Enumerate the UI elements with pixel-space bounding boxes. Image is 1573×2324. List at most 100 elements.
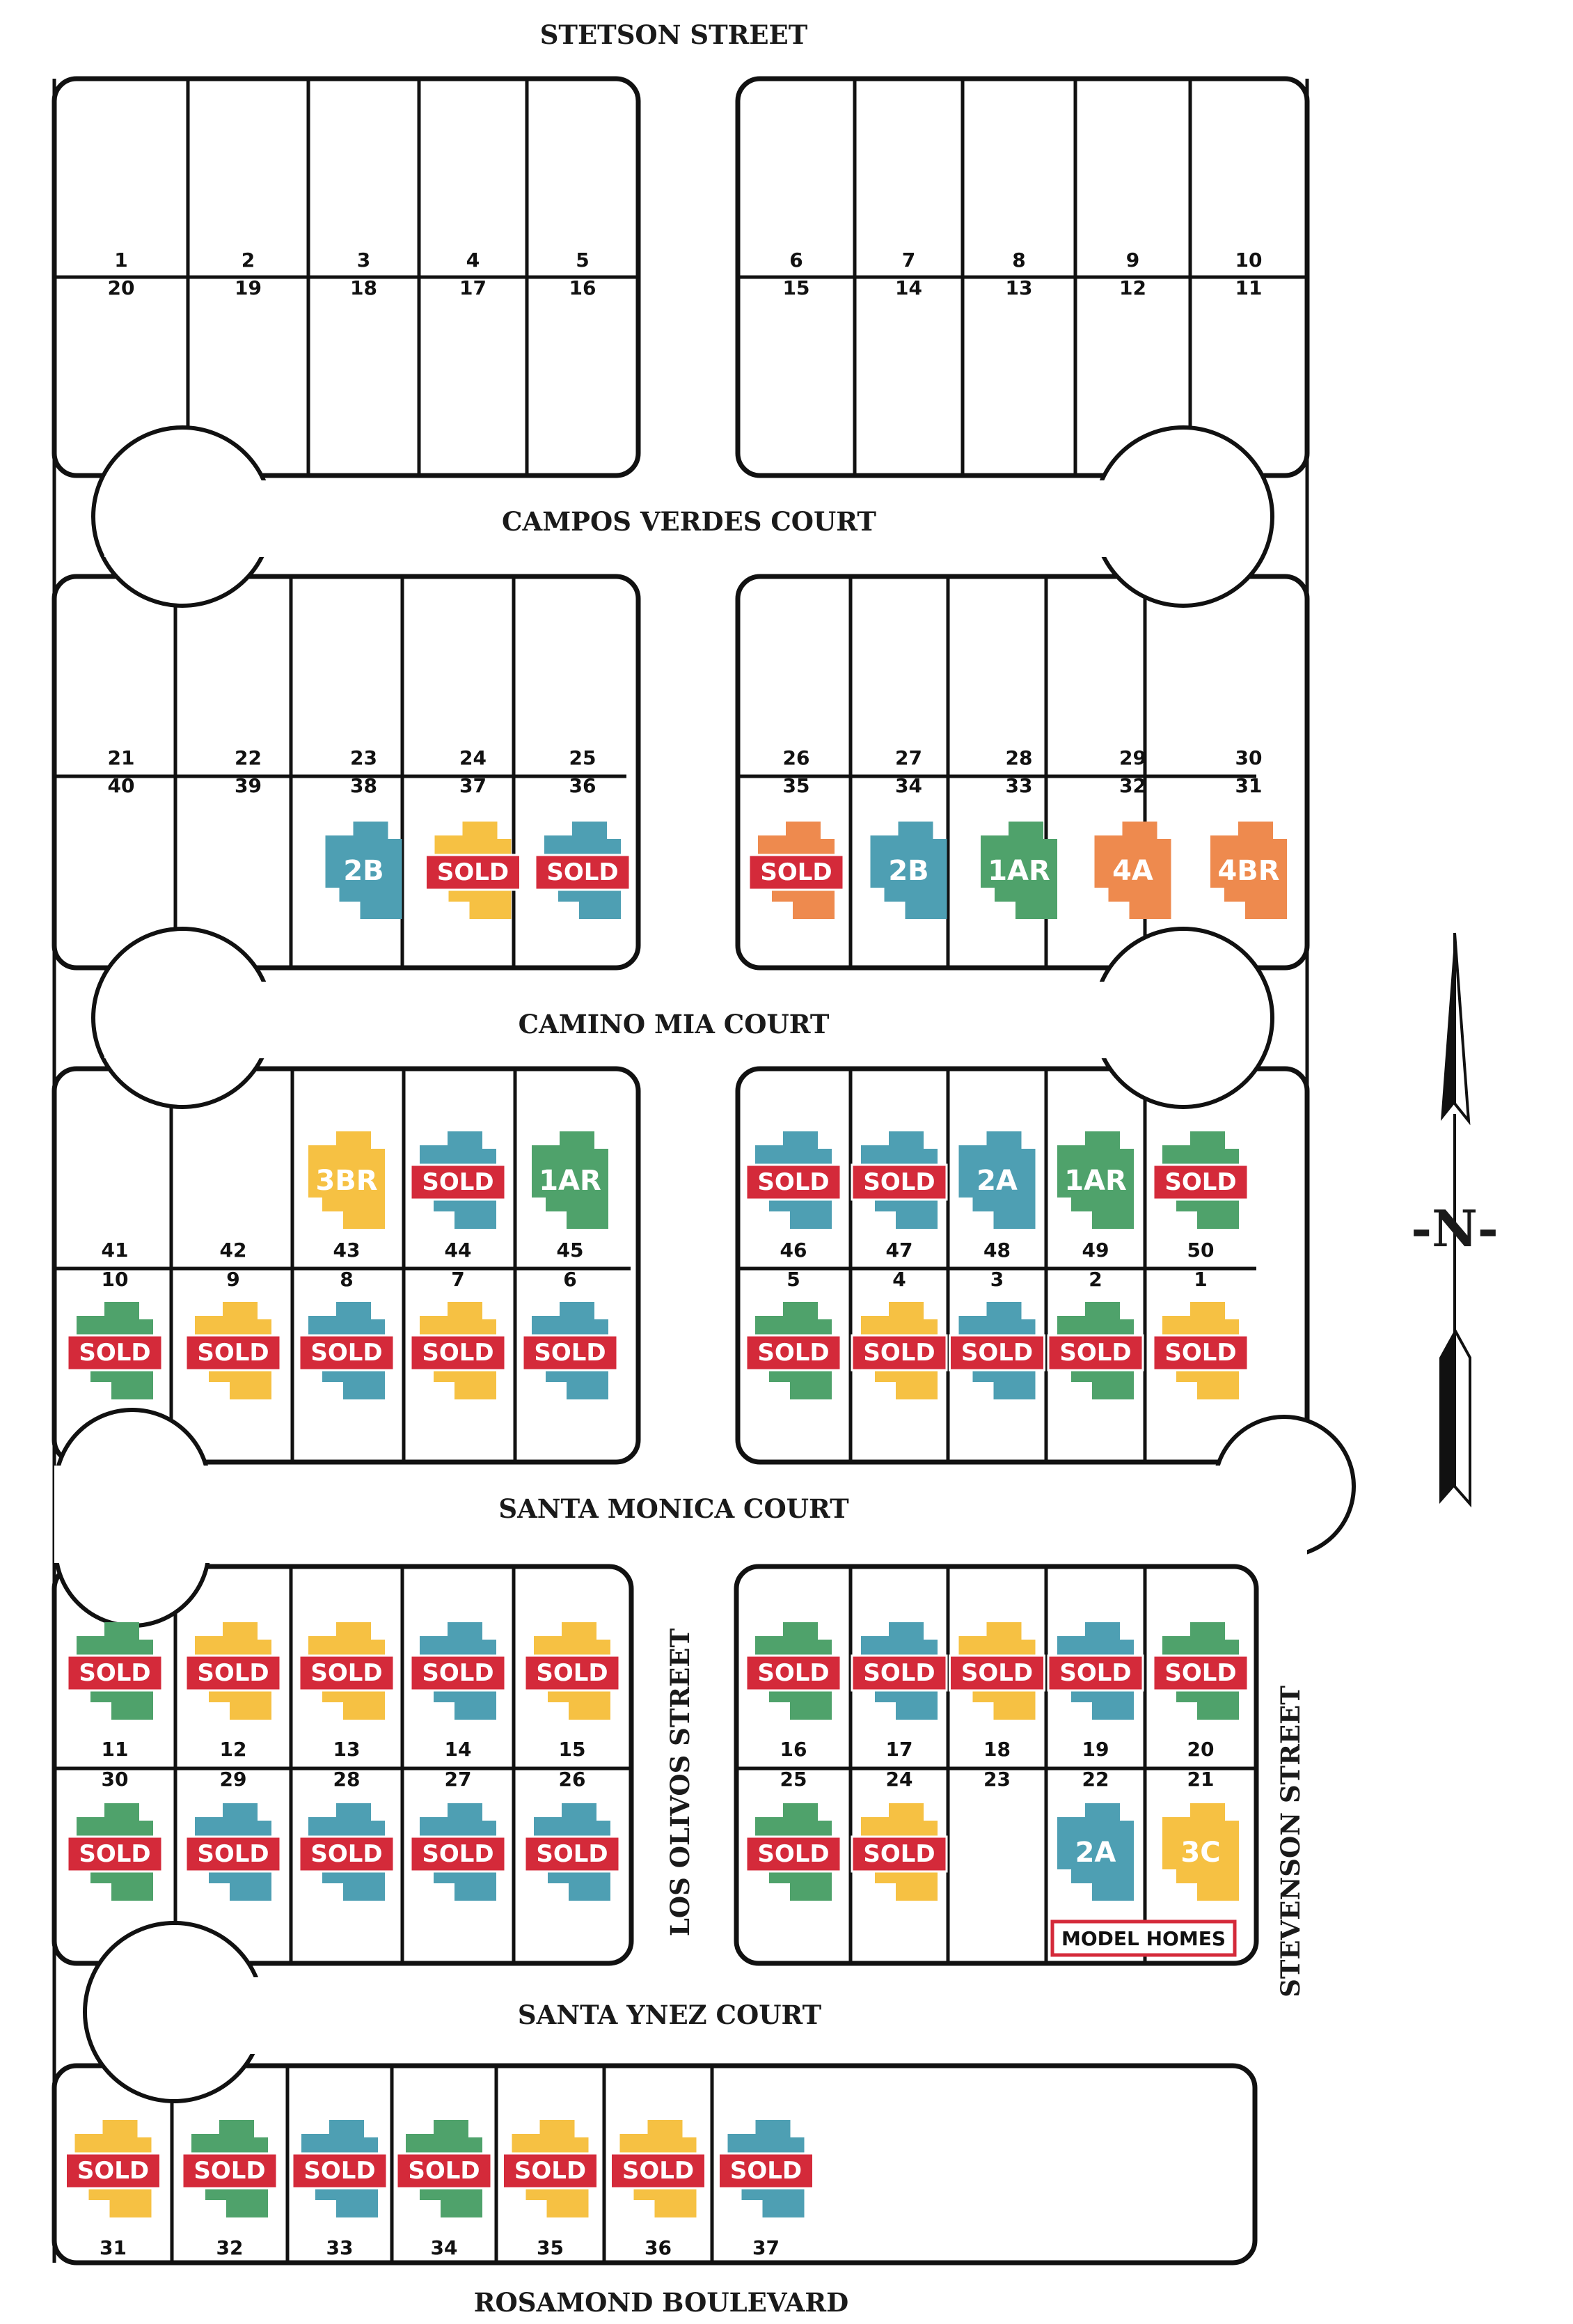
lot[interactable]: 14 [895,276,922,299]
lot-number: 18 [350,276,377,299]
lot[interactable]: 26 [783,746,810,769]
lot[interactable]: 40 [108,774,135,797]
sold-label: SOLD [1164,1659,1236,1687]
lot[interactable]: 3 [357,249,370,272]
lot[interactable]: 29 [1119,746,1146,769]
lot[interactable]: 41 [102,1239,129,1262]
lot[interactable]: 17 [459,276,487,299]
lot[interactable]: 8 [1012,249,1025,272]
lot[interactable]: 39 [235,774,262,797]
lot[interactable]: 30 [1235,746,1263,769]
lot[interactable]: 1 [114,249,127,272]
sold-badge [298,1334,395,1372]
lot-number: 36 [645,2236,672,2259]
lot[interactable]: 20 [108,276,135,299]
lot[interactable]: 11 [1235,276,1263,299]
sold-label: SOLD [193,2157,265,2185]
lot[interactable]: 24 [459,746,487,769]
lot[interactable]: 9 [1126,249,1139,272]
lot-number: 10 [102,1268,129,1291]
lot[interactable]: 18 [350,276,377,299]
sold-badge [851,1334,948,1372]
sold-badge [66,1835,164,1873]
lot-number: 9 [1126,249,1139,272]
sold-label: SOLD [863,1840,935,1868]
lot[interactable]: 6 [789,249,803,272]
lot[interactable]: 7 [902,249,915,272]
lot-number: 1 [114,249,127,272]
lot[interactable]: 23 [983,1768,1011,1791]
lot[interactable]: 25 [569,746,596,769]
lot[interactable]: 5 [576,249,589,272]
lot[interactable]: 2 [242,249,255,272]
lot[interactable]: 27 [895,746,922,769]
lot[interactable]: 13 [1006,276,1033,299]
lot[interactable]: 23 [350,746,377,769]
lot[interactable]: 15 [783,276,810,299]
lot[interactable]: 42 [220,1239,247,1262]
lot-number: 2 [1089,1268,1102,1291]
lot[interactable]: 4 [466,249,480,272]
lot[interactable]: 21 [108,746,135,769]
lot[interactable]: 12 [1119,276,1146,299]
lot[interactable]: 22 [235,746,262,769]
lot[interactable]: 16 [569,276,596,299]
lot-number: 48 [983,1239,1011,1262]
lot[interactable]: 28 [1006,746,1033,769]
lot[interactable]: 19 [235,276,262,299]
lot[interactable]: 10 [1235,249,1263,272]
